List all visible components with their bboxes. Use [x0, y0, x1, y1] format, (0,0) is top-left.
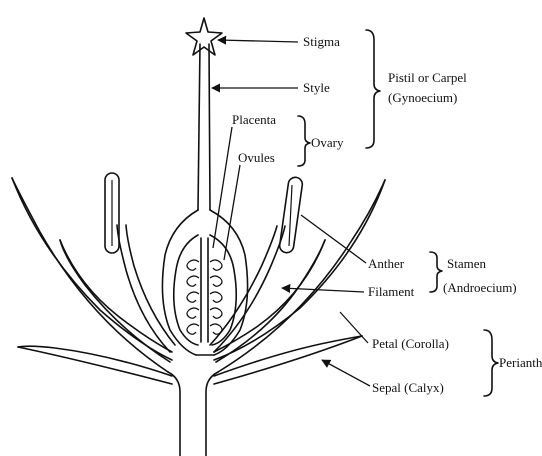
- ovules-right: [210, 260, 222, 334]
- pedicel: [168, 372, 218, 456]
- style: [198, 44, 210, 210]
- petal-left: [12, 178, 172, 372]
- stigma: [186, 18, 222, 55]
- stamen-right: [210, 176, 303, 352]
- stigma-pointer: [218, 40, 298, 42]
- label-placenta: Placenta: [232, 112, 276, 127]
- label-style: Style: [303, 80, 330, 95]
- perianth-bracket: [484, 330, 498, 396]
- pistil-bracket: [366, 30, 380, 148]
- label-ovules: Ovules: [238, 150, 275, 165]
- label-stigma: Stigma: [303, 34, 340, 49]
- ovules-pointer: [224, 165, 240, 260]
- label-sepal: Sepal (Calyx): [372, 380, 444, 395]
- sepal-pointer: [322, 360, 370, 386]
- ovules-left: [187, 260, 199, 334]
- label-androecium: (Androecium): [443, 280, 517, 295]
- label-ovary: Ovary: [311, 135, 344, 150]
- sepal-left: [18, 346, 172, 384]
- ovary-bracket: [298, 116, 310, 166]
- label-gynoecium: (Gynoecium): [388, 90, 457, 105]
- label-pistil: Pistil or Carpel: [388, 70, 467, 85]
- label-perianth: Perianth: [499, 355, 542, 370]
- label-filament: Filament: [368, 284, 415, 299]
- label-anther: Anther: [368, 256, 405, 271]
- stamen-bracket: [430, 252, 442, 292]
- inner-petal-left: [60, 240, 172, 362]
- label-petal: Petal (Corolla): [372, 336, 449, 351]
- ovary: [162, 210, 247, 355]
- label-stamen: Stamen: [447, 256, 486, 271]
